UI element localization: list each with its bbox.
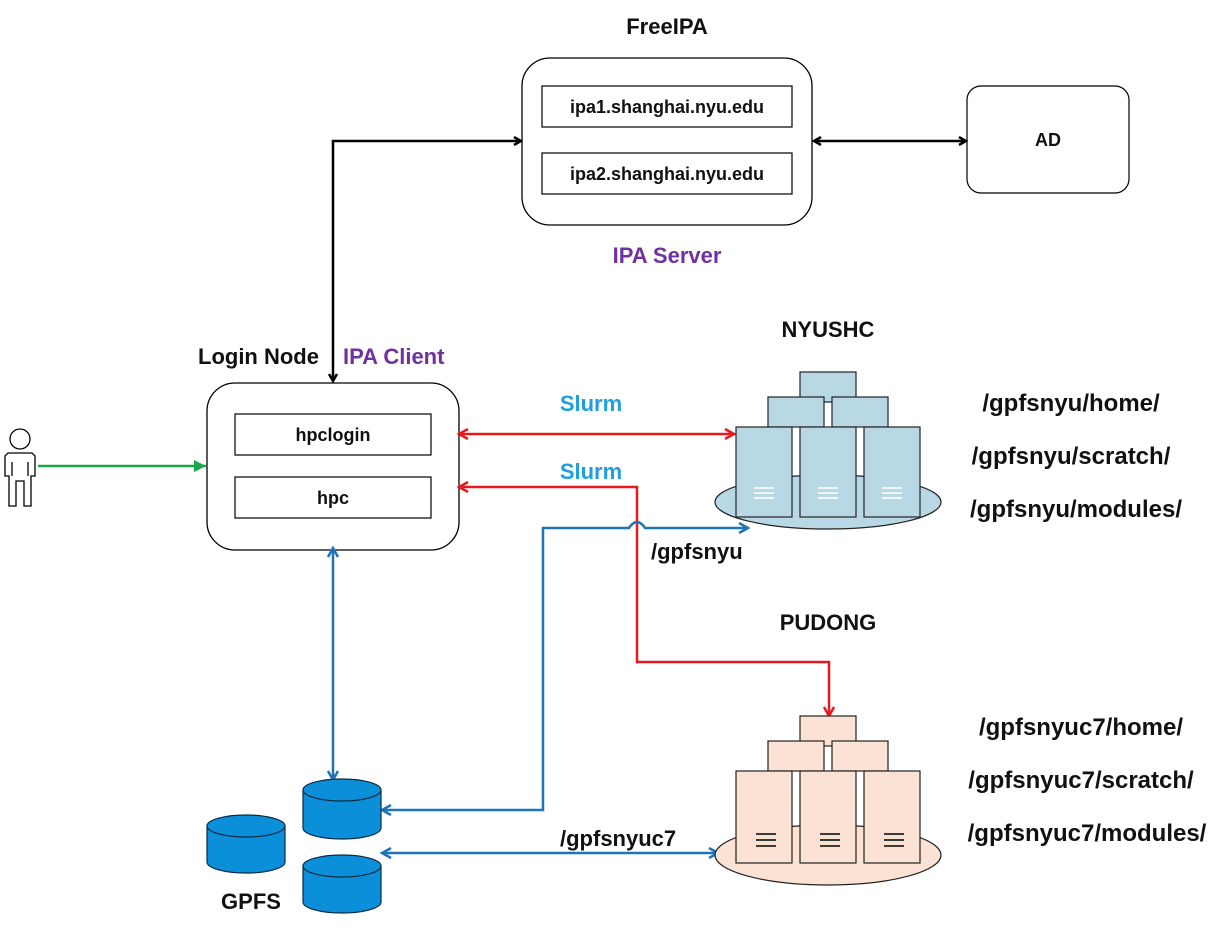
nyushc-title: NYUSHC <box>782 317 875 342</box>
slurm-label-bottom: Slurm <box>560 459 622 484</box>
nyushc-path-scratch: /gpfsnyu/scratch/ <box>972 443 1171 470</box>
ipa2-server-box <box>541 152 793 195</box>
pudong-title: PUDONG <box>780 610 877 635</box>
hpclogin-host-box <box>234 413 432 456</box>
gpfs-label: GPFS <box>221 889 281 914</box>
slurm-label-top: Slurm <box>560 391 622 416</box>
freeipa-title: FreeIPA <box>626 14 708 39</box>
ad-label: AD <box>1035 130 1061 150</box>
pudong-path-home: /gpfsnyuc7/home/ <box>979 714 1183 741</box>
freeipa-box <box>521 57 813 226</box>
gpfs-disk-bottom-icon <box>302 854 382 914</box>
pudong-path-modules: /gpfsnyuc7/modules/ <box>968 820 1207 847</box>
pudong-cluster-icon <box>714 715 942 886</box>
nyushc-cluster-icon <box>714 371 942 530</box>
hpc-host-label: hpc <box>317 488 349 508</box>
gpfsnyuc7-link-label: /gpfsnyuc7 <box>560 826 676 851</box>
gpfs-nyushc-link <box>382 520 748 810</box>
hpclogin-host-label: hpclogin <box>296 425 371 445</box>
ipa1-server-label: ipa1.shanghai.nyu.edu <box>570 97 764 117</box>
gpfs-disk-top-icon <box>302 778 382 840</box>
gpfs-disk-left-icon <box>206 814 286 874</box>
pudong-path-scratch: /gpfsnyuc7/scratch/ <box>968 767 1194 794</box>
nyushc-path-modules: /gpfsnyu/modules/ <box>970 496 1182 523</box>
ipa-client-label: IPA Client <box>343 344 445 369</box>
login-node-box <box>206 382 460 551</box>
login-freeipa-link <box>333 141 521 381</box>
ipa1-server-box <box>541 85 793 128</box>
ipa2-server-label: ipa2.shanghai.nyu.edu <box>570 164 764 184</box>
login-node-title: Login Node <box>198 344 319 369</box>
hpc-host-box <box>234 476 432 519</box>
nyushc-path-home: /gpfsnyu/home/ <box>982 390 1160 417</box>
user-icon <box>4 428 36 507</box>
gpfsnyu-link-label: /gpfsnyu <box>651 539 743 564</box>
ipa-server-caption: IPA Server <box>613 243 722 268</box>
